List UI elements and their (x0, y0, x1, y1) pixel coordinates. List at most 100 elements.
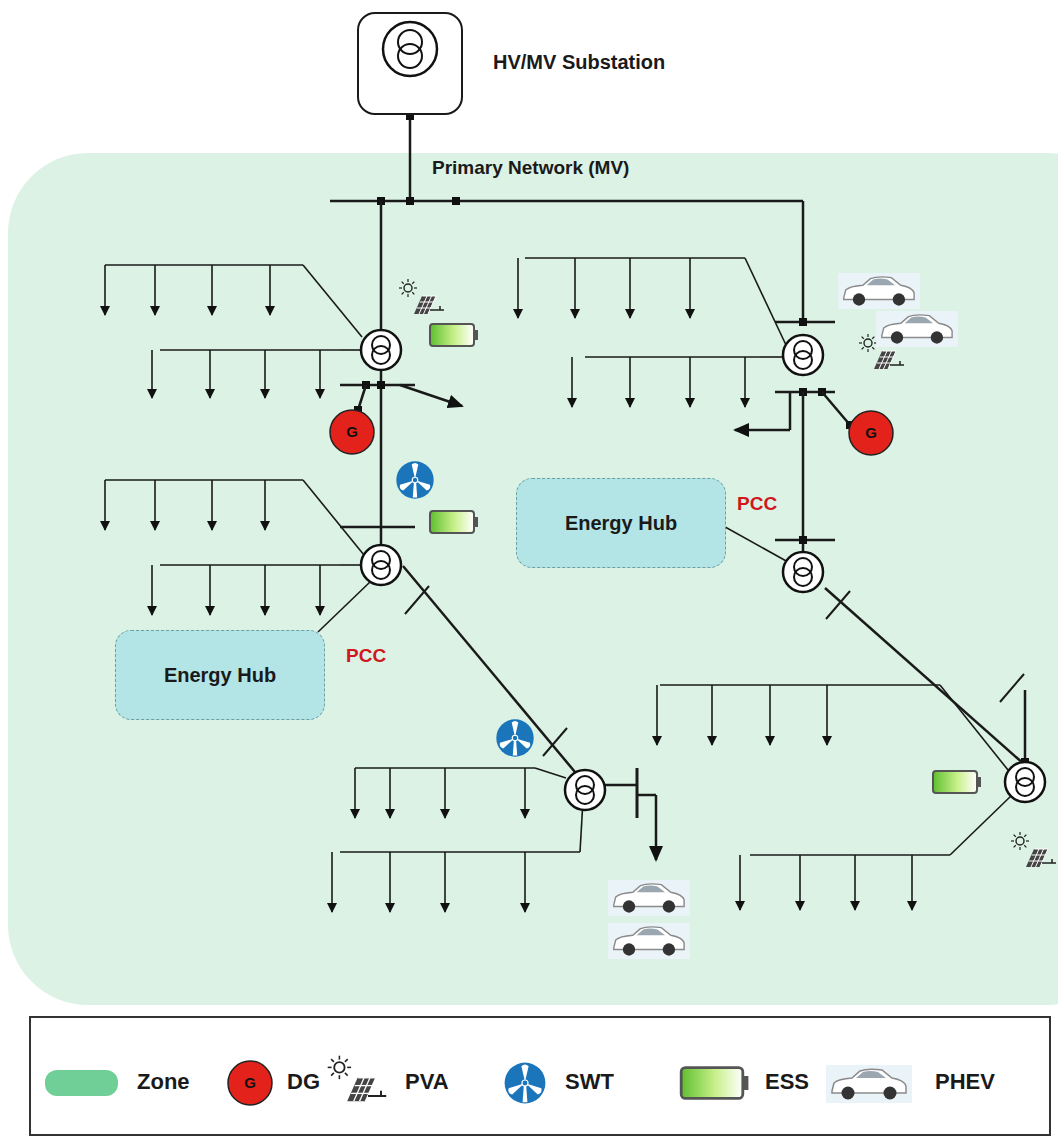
hub-label: Energy Hub (164, 664, 276, 687)
legend-frame (30, 1017, 1050, 1135)
wire (826, 591, 850, 619)
wire (656, 685, 658, 745)
wire (825, 588, 1025, 765)
wire (269, 265, 271, 315)
wire (535, 768, 566, 778)
wire (524, 768, 526, 818)
wire (637, 794, 656, 797)
legend-text: PVA (405, 1069, 449, 1095)
pva-icon (1011, 832, 1056, 867)
wire (745, 258, 786, 345)
wire (543, 728, 567, 756)
wire (718, 523, 788, 562)
ess-icon (933, 771, 981, 793)
wire (403, 566, 580, 778)
wire (660, 684, 940, 686)
pcc-label: PCC (737, 493, 777, 515)
wire (524, 852, 526, 912)
ess-icon (430, 324, 478, 346)
wire (750, 854, 950, 856)
transformer-symbol (565, 770, 605, 810)
legend-text: PHEV (935, 1069, 995, 1095)
wire (330, 200, 460, 203)
wire (160, 349, 340, 351)
swt-icon (396, 461, 433, 498)
ess-icon (681, 1068, 748, 1099)
wire (151, 350, 153, 398)
wire (444, 852, 446, 912)
network-lines (105, 112, 1056, 1105)
phev-icon (608, 923, 690, 959)
wire (911, 855, 913, 910)
bus-node (799, 536, 807, 544)
transformer-symbol (783, 335, 823, 375)
substation-box: HV/MV Substation (357, 12, 463, 115)
wire (209, 565, 211, 615)
phev-icon (608, 880, 690, 916)
wire (760, 356, 784, 358)
wire (636, 768, 639, 818)
wire (629, 357, 631, 407)
wire (405, 586, 429, 614)
energy-hub-box: Energy Hub (516, 478, 726, 568)
wire (950, 795, 1012, 855)
wire (340, 851, 580, 853)
wire (802, 201, 805, 322)
wire (211, 480, 213, 530)
dg-symbol (330, 410, 374, 454)
wire (400, 385, 462, 406)
swt-icon (496, 719, 533, 756)
dg-symbol (228, 1061, 272, 1105)
hub-label: Energy Hub (565, 512, 677, 535)
pva-icon (328, 1056, 387, 1102)
substation-label: HV/MV Substation (493, 51, 665, 74)
wire (340, 564, 362, 566)
wire (689, 258, 691, 318)
wire (211, 265, 213, 315)
wire (154, 265, 156, 315)
wire (574, 258, 576, 318)
dg-letter: G (849, 421, 893, 445)
legend-text: ESS (765, 1069, 809, 1095)
wire (826, 685, 828, 745)
legend-text: DG (287, 1069, 320, 1095)
pcc-label: PCC (346, 645, 386, 667)
wire (689, 357, 691, 407)
wire (1000, 674, 1024, 702)
wire (744, 357, 746, 407)
wire (585, 356, 760, 358)
wire (264, 350, 266, 398)
wire (629, 258, 631, 318)
legend-text: Zone (137, 1069, 190, 1095)
wire (303, 480, 364, 555)
wire (799, 855, 801, 910)
wire (460, 200, 803, 203)
energy-hub-box: Energy Hub (115, 630, 325, 720)
wire (160, 564, 340, 566)
network-label: Primary Network (MV) (432, 157, 629, 179)
legend-swatch (45, 1070, 118, 1096)
transformer-symbol (783, 552, 823, 592)
wire (318, 582, 370, 632)
dg-symbol (849, 411, 893, 455)
phev-icon (838, 273, 920, 309)
wire (389, 768, 391, 818)
wire (389, 852, 391, 912)
swt-icon (505, 1063, 546, 1104)
transformer-symbol (1005, 762, 1045, 802)
wire (1024, 690, 1027, 765)
wire (319, 350, 321, 398)
dg-letter: G (228, 1071, 272, 1095)
wire (264, 565, 266, 615)
wire (105, 479, 303, 481)
wire (517, 258, 519, 318)
wire (105, 264, 303, 266)
zone-area (8, 153, 1058, 1005)
bus-node (452, 197, 460, 205)
wire (854, 855, 856, 910)
wire (340, 349, 362, 351)
wire (525, 257, 745, 259)
ess-icon (430, 511, 478, 533)
bus-node (799, 318, 807, 326)
transformer-symbol (361, 545, 401, 585)
